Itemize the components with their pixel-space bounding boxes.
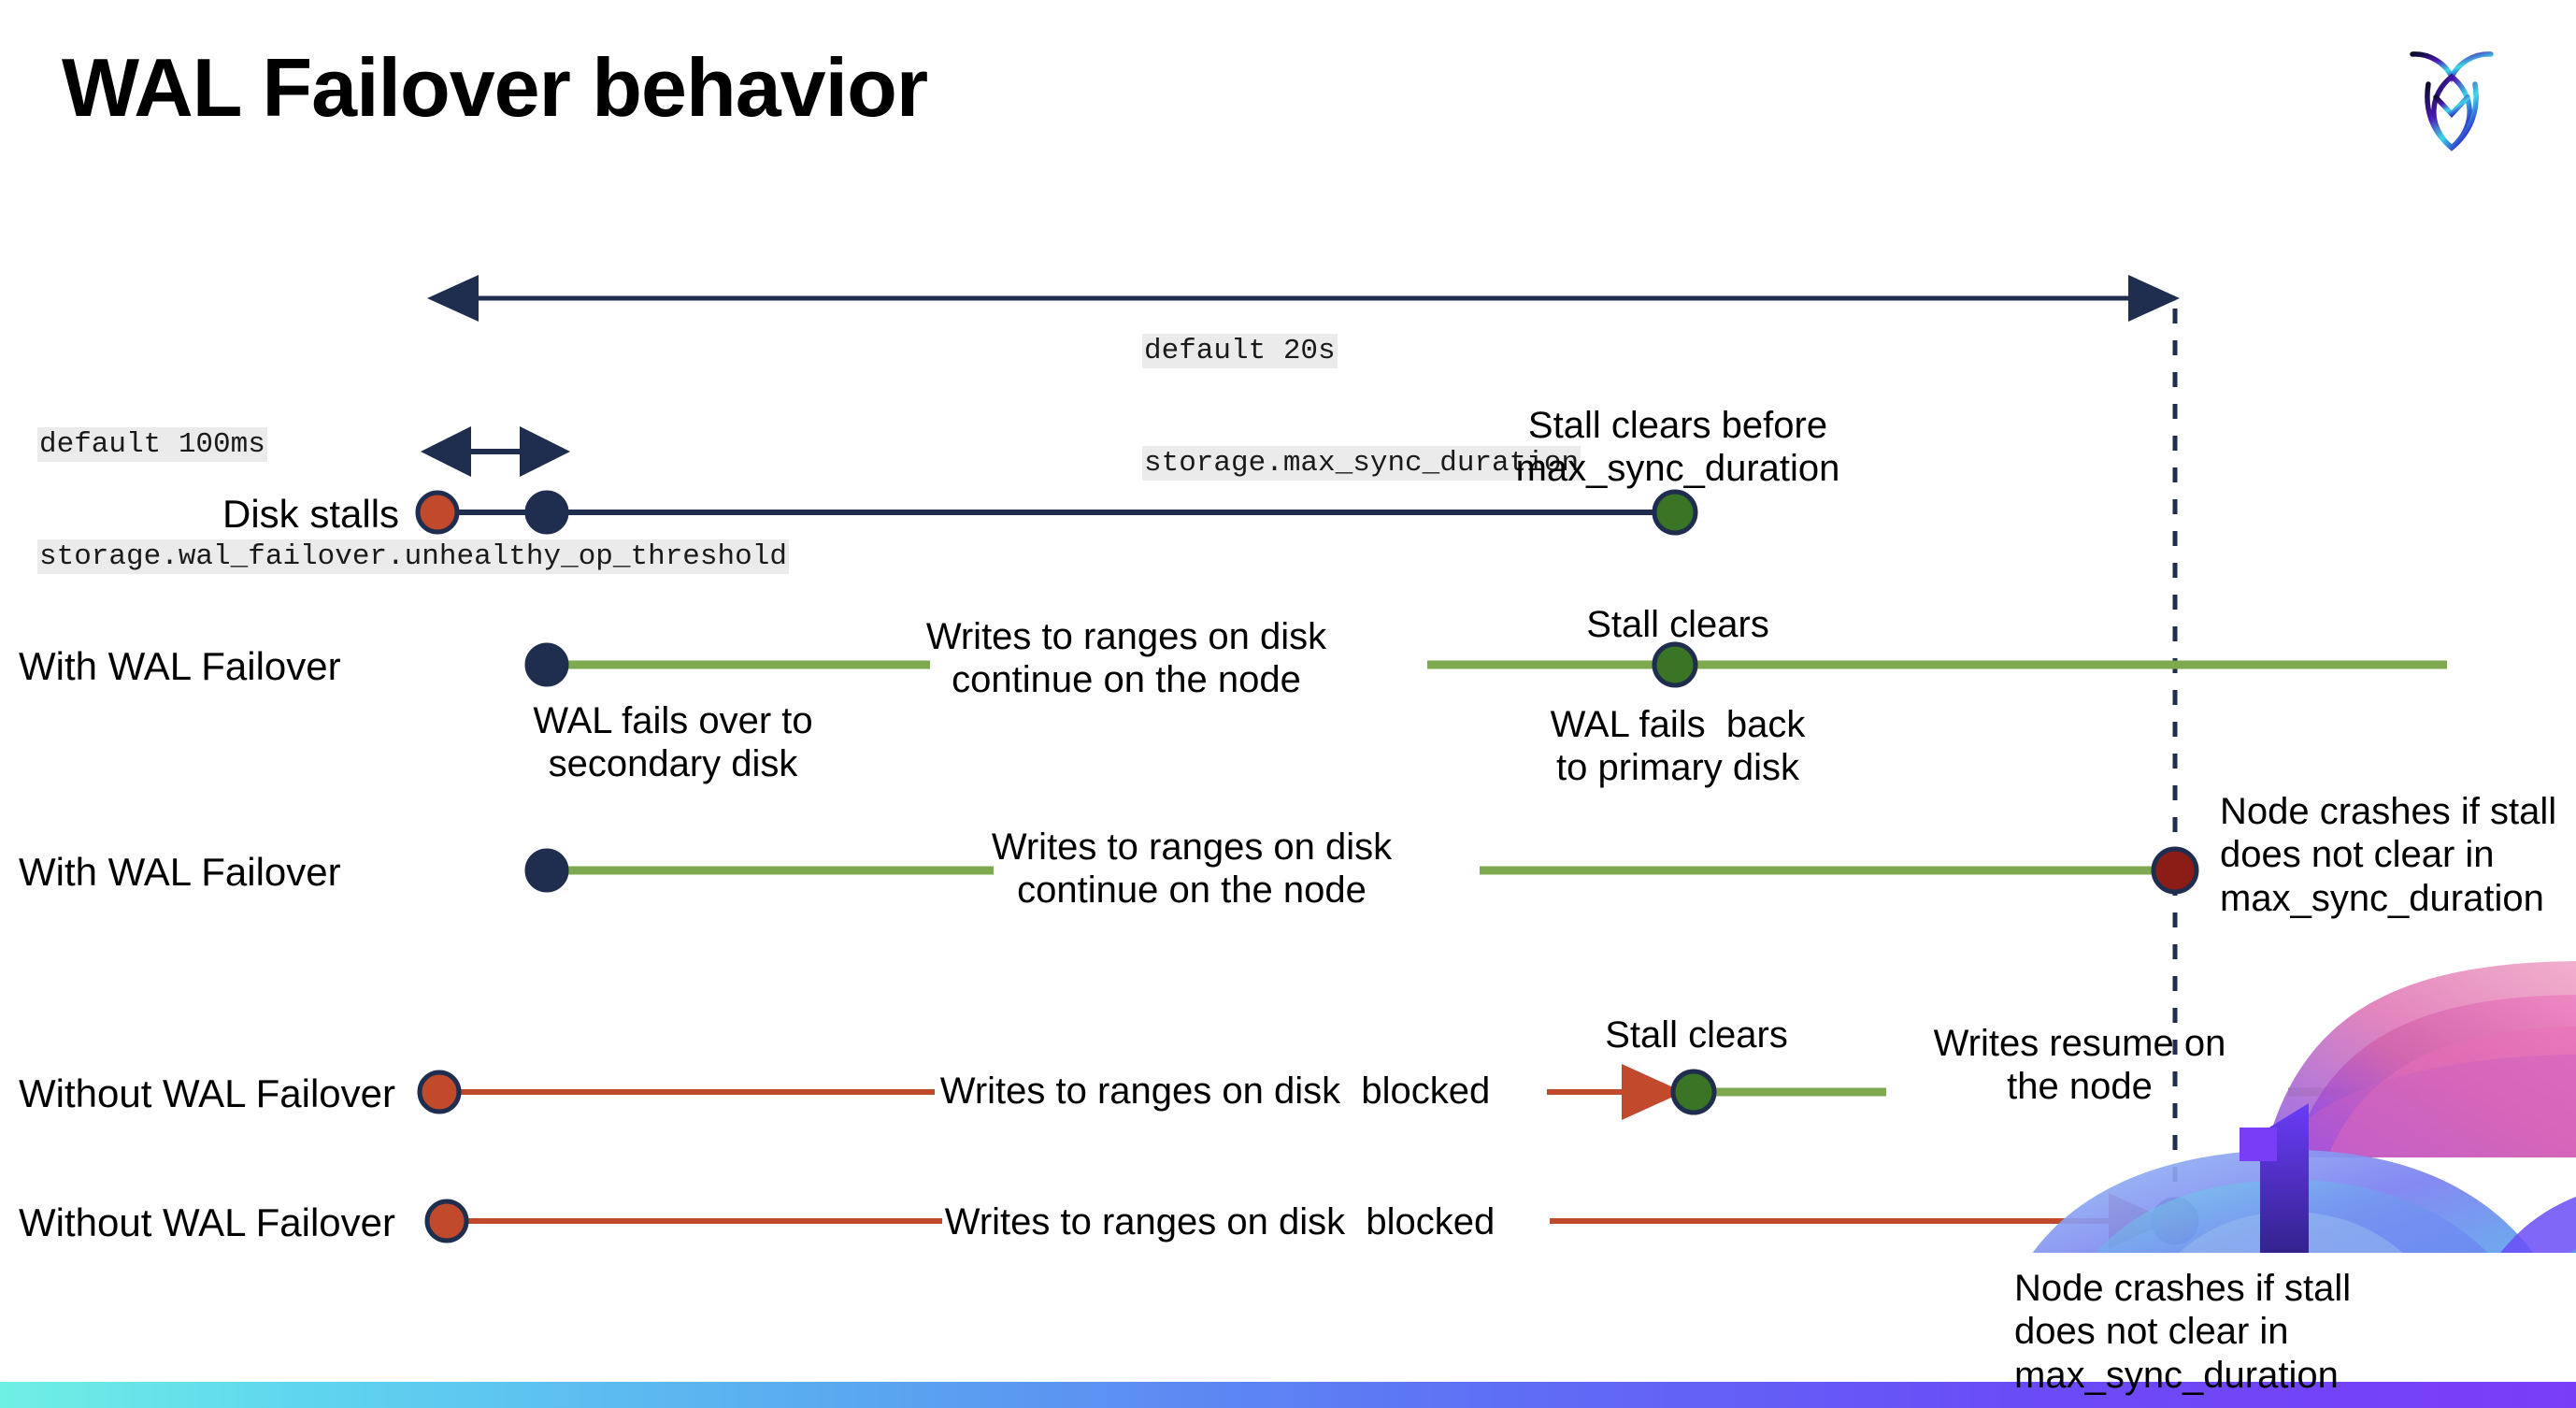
max-sync-duration-annotation: default 20s storage.max_sync_duration	[1142, 257, 1581, 558]
note-writes-resume-row4: Writes resume on the node	[1933, 1023, 2226, 1108]
node-crash-dot	[2151, 846, 2199, 895]
unhealthy-op-threshold-annotation: default 100ms storage.wal_failover.unhea…	[37, 351, 789, 652]
unhealthy-op-setting-label: storage.wal_failover.unhealthy_op_thresh…	[37, 539, 789, 575]
note-wal-fails-over-secondary: WAL fails over to secondary disk	[533, 700, 813, 785]
note-writes-blocked-row5: Writes to ranges on disk blocked	[944, 1201, 1496, 1243]
max-sync-default-label: default 20s	[1142, 333, 1338, 368]
note-wal-fails-back-primary: WAL fails back to primary disk	[1550, 704, 1806, 789]
row-label-without-wal-failover-2: Without WAL Failover	[19, 1200, 395, 1244]
stall-start-dot	[417, 1070, 462, 1114]
note-node-crashes-row3: Node crashes if stall does not clear in …	[2220, 791, 2557, 919]
note-writes-continue-row2: Writes to ranges on disk continue on the…	[925, 616, 1327, 701]
row-without-failover-clears-track	[417, 1064, 2449, 1120]
row-with-failover-clears-track	[524, 641, 2447, 688]
row-label-disk-stalls: Disk stalls	[222, 492, 400, 536]
wal-failover-dot	[524, 848, 569, 893]
bottom-gradient-bar	[0, 1382, 2576, 1408]
unhealthy-op-default-label: default 100ms	[37, 426, 267, 462]
row-disk-stalls-track	[415, 489, 1698, 536]
note-writes-continue-row3: Writes to ranges on disk continue on the…	[991, 826, 1393, 912]
note-stall-clears-before-max-sync: Stall clears before max_sync_duration	[1515, 405, 1840, 490]
note-writes-blocked-row4: Writes to ranges on disk blocked	[939, 1070, 1491, 1112]
note-stall-clears-row2: Stall clears	[1586, 604, 1769, 645]
row-label-with-wal-failover-1: With WAL Failover	[19, 644, 341, 688]
wal-failover-dot	[524, 642, 569, 687]
stall-clears-dot	[1670, 1069, 1717, 1115]
failover-trigger-dot	[524, 490, 569, 535]
row-with-failover-crash-track	[524, 846, 2199, 895]
stall-clears-dot	[1652, 489, 1698, 536]
max-sync-setting-label: storage.max_sync_duration	[1142, 446, 1581, 481]
cockroachdb-logo-icon	[2382, 28, 2522, 168]
stall-clears-dot	[1652, 641, 1698, 688]
stall-start-dot	[415, 490, 460, 535]
page-title: WAL Failover behavior	[62, 41, 928, 134]
row-label-with-wal-failover-2: With WAL Failover	[19, 850, 341, 894]
row-label-without-wal-failover-1: Without WAL Failover	[19, 1071, 395, 1115]
note-node-crashes-row5: Node crashes if stall does not clear in …	[2014, 1268, 2352, 1396]
stall-start-dot	[424, 1199, 469, 1243]
note-stall-clears-row4: Stall clears	[1605, 1014, 1788, 1056]
